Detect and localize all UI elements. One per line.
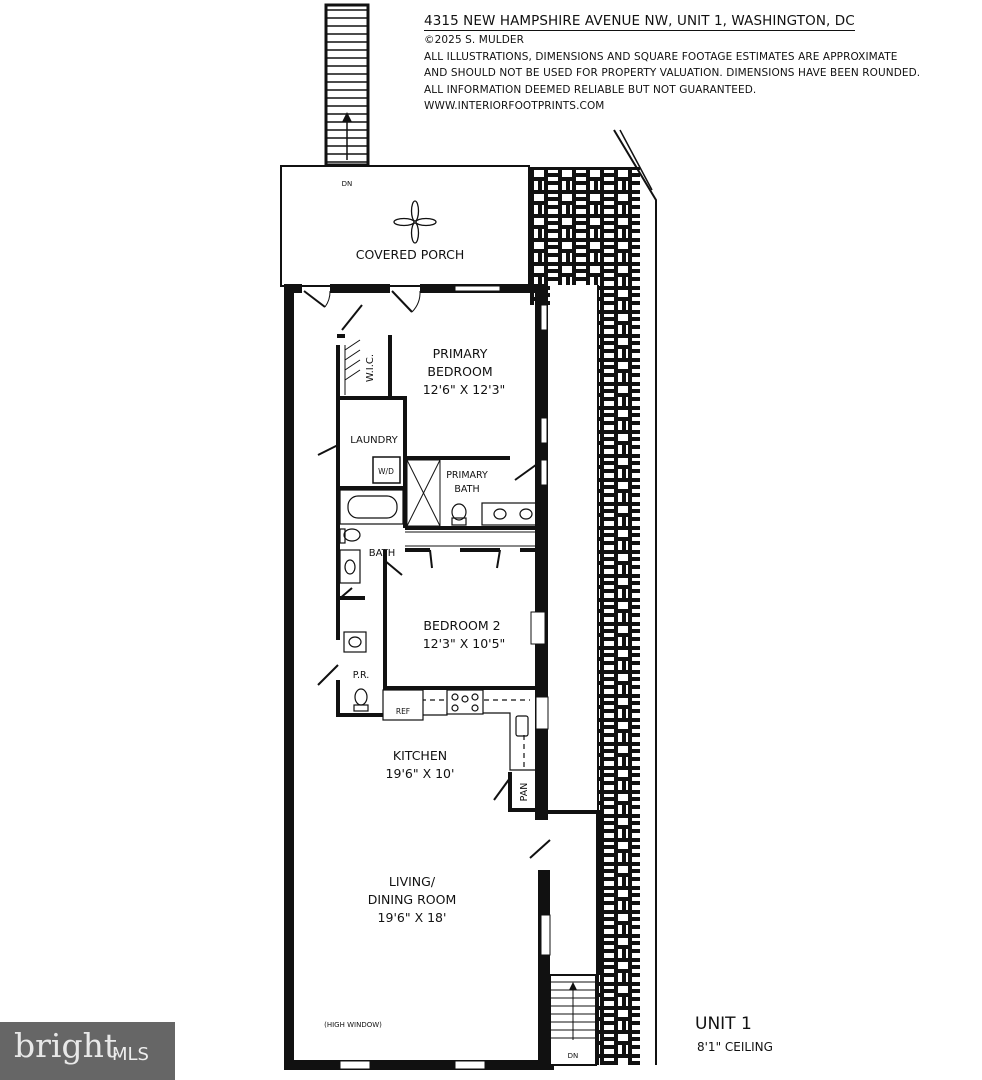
stairs-bottom: DN xyxy=(549,974,597,1066)
porch-label: COVERED PORCH xyxy=(356,247,465,262)
primary-bedroom-dims: 12'6" X 12'3" xyxy=(423,382,506,397)
primary-bath-label: BATH xyxy=(454,484,479,495)
bedroom-2-label: BEDROOM 2 xyxy=(423,618,500,633)
living-label: DINING ROOM xyxy=(368,892,457,907)
closet-shelving xyxy=(344,339,540,547)
property-line xyxy=(613,129,657,1065)
refrigerator-icon xyxy=(382,689,424,721)
window xyxy=(339,285,551,1070)
stone-paving xyxy=(530,167,640,1065)
toilet-icon xyxy=(353,688,369,712)
disclaimer-line: ALL ILLUSTRATIONS, DIMENSIONS AND SQUARE… xyxy=(424,50,898,63)
toilet-icon xyxy=(339,528,361,544)
shower-icon xyxy=(406,459,441,527)
bright-mls-logo: bright MLS xyxy=(0,1022,175,1080)
bedroom-2-dims: 12'3" X 10'5" xyxy=(423,636,506,651)
bathtub-icon xyxy=(339,489,404,525)
living-dims: 19'6" X 18' xyxy=(378,910,447,925)
sink-icon xyxy=(343,631,367,653)
pantry-label: PAN xyxy=(519,783,530,802)
wic-label: W.I.C. xyxy=(365,354,376,382)
laundry-label: LAUNDRY xyxy=(350,435,398,446)
high-window-note: (HIGH WINDOW) xyxy=(324,1021,382,1029)
ceiling-height: 8'1" CEILING xyxy=(697,1040,773,1054)
logo-brand: bright xyxy=(14,1026,118,1065)
double-vanity-icon xyxy=(481,502,541,526)
stairs-down-label: DN xyxy=(342,180,353,188)
stairs-down-label: DN xyxy=(568,1052,579,1060)
sink-icon xyxy=(339,549,361,584)
stairs-top xyxy=(324,3,370,167)
unit-label: UNIT 1 xyxy=(695,1014,752,1034)
kitchen-sink-icon xyxy=(515,715,529,737)
exterior-walls xyxy=(284,284,600,1070)
disclaimer-line: ALL INFORMATION DEEMED RELIABLE BUT NOT … xyxy=(424,83,757,96)
door xyxy=(303,290,551,859)
address-title: 4315 NEW HAMPSHIRE AVENUE NW, UNIT 1, WA… xyxy=(424,13,855,31)
toilet-icon xyxy=(451,503,467,526)
logo-suffix: MLS xyxy=(112,1044,149,1065)
powder-room-label: P.R. xyxy=(353,670,370,681)
copyright: ©2025 S. MULDER xyxy=(424,34,525,46)
primary-bedroom-label: PRIMARY xyxy=(433,346,488,361)
primary-bedroom-label: BEDROOM xyxy=(427,364,492,379)
stove-icon xyxy=(446,689,484,715)
refrigerator-label: REF xyxy=(396,707,410,716)
living-label: LIVING/ xyxy=(389,874,436,889)
bath-label: BATH xyxy=(369,548,396,559)
ceiling-fan-icon xyxy=(393,200,437,244)
washer-dryer-label: W/D xyxy=(378,467,394,476)
interior-walls xyxy=(336,334,540,812)
header-notes: 4315 NEW HAMPSHIRE AVENUE NW, UNIT 1, WA… xyxy=(424,12,920,115)
primary-bath-label: PRIMARY xyxy=(446,470,488,481)
disclaimer-line: AND SHOULD NOT BE USED FOR PROPERTY VALU… xyxy=(424,67,921,79)
website: WWW.INTERIORFOOTPRINTS.COM xyxy=(424,100,605,112)
kitchen-label: KITCHEN xyxy=(393,748,447,763)
kitchen-dims: 19'6" X 10' xyxy=(386,766,455,781)
